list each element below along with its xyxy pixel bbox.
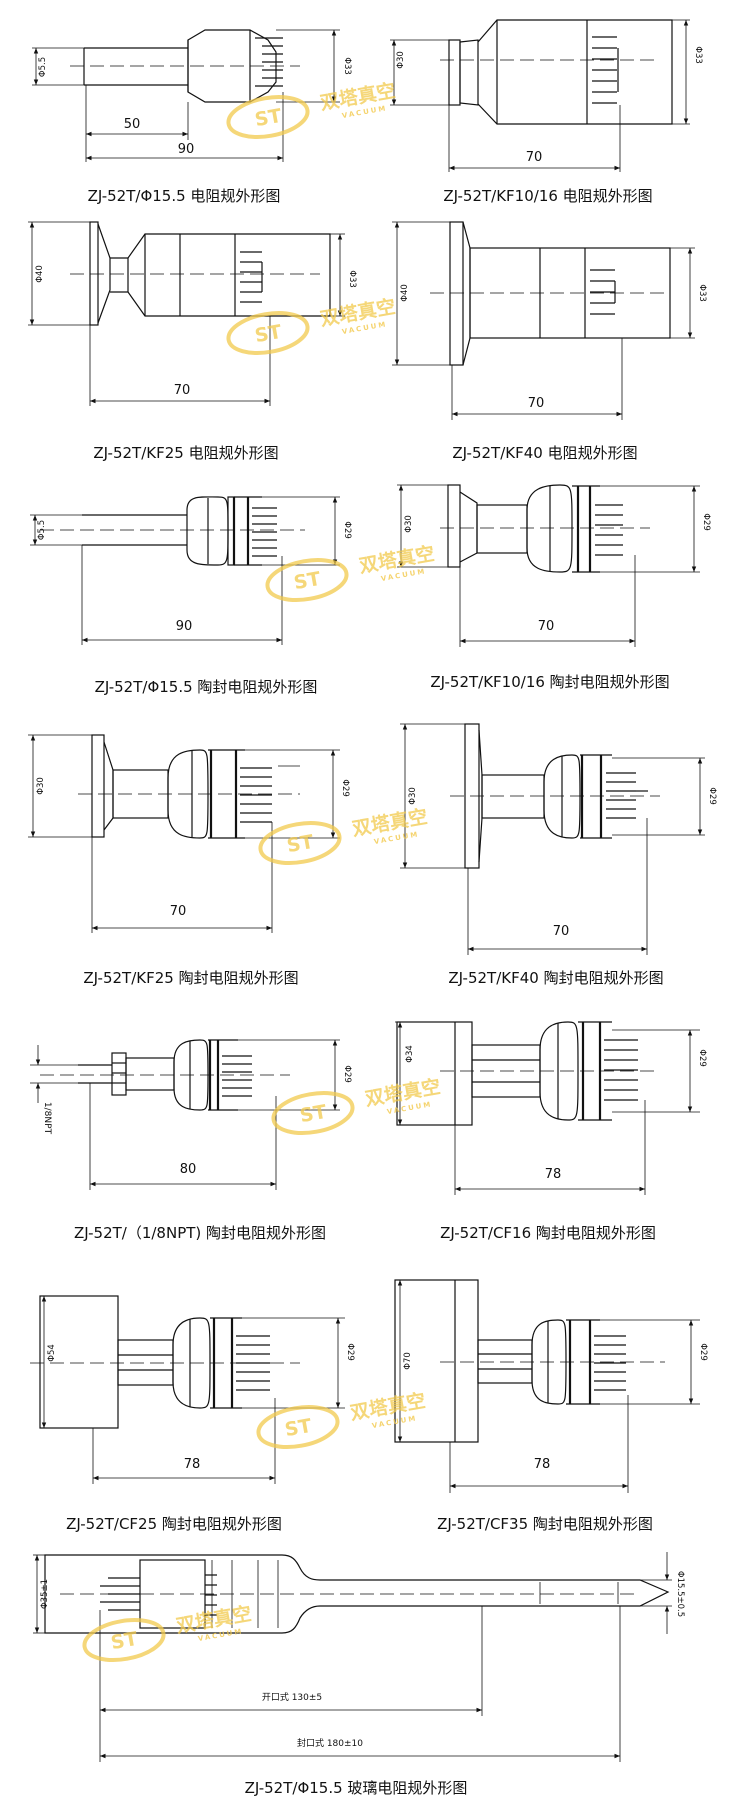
- svg-text:ST: ST: [109, 1628, 139, 1654]
- diagram-caption: ZJ-52T/CF25 陶封电阻规外形图: [66, 1515, 282, 1533]
- diagram-caption: ZJ-52T/KF25 陶封电阻规外形图: [83, 969, 298, 987]
- diagram-zj52t-cf35-ceramic: Φ70 Φ29 78 ZJ-52T/CF35 陶封电阻规外形图: [394, 1279, 708, 1533]
- diagram-zj52t-kf25: Φ40 Φ33 70 ZJ-52T/KF25 电阻规外形图: [28, 221, 357, 462]
- dim-label: 50: [124, 117, 141, 132]
- dim-label: Φ33: [342, 57, 352, 75]
- dim-label: Φ29: [701, 513, 711, 531]
- svg-text:ST: ST: [285, 831, 315, 857]
- diagram-zj52t-cf25-ceramic: Φ54 Φ29 78 ZJ-52T/CF25 陶封电阻规外形图: [30, 1295, 355, 1533]
- svg-text:ST: ST: [253, 105, 283, 131]
- dim-label: 封口式 180±10: [297, 1737, 363, 1749]
- diagram-zj52t-kf25-ceramic: Φ30 Φ29 70 ZJ-52T/KF25 陶封电阻规外形图: [28, 734, 350, 987]
- diagram-caption: ZJ-52T/Φ15.5 陶封电阻规外形图: [95, 678, 318, 696]
- svg-text:ST: ST: [292, 568, 322, 594]
- svg-text:ST: ST: [283, 1415, 313, 1441]
- dim-label: Φ33: [347, 270, 357, 288]
- dim-label: Φ54: [47, 1344, 57, 1362]
- dim-label: Φ29: [697, 1049, 707, 1067]
- diagram-zj52t-kf40: Φ40 Φ33 70 ZJ-52T/KF40 电阻规外形图: [392, 221, 707, 462]
- diagram-zj52t-15-5: Φ5.5 Φ33 50 90 ZJ-52T/Φ15.5 电阻规外形图: [32, 29, 352, 205]
- diagram-caption: ZJ-52T/KF40 陶封电阻规外形图: [448, 969, 663, 987]
- diagram-zj52t-cf16-ceramic: Φ34 Φ29 78 ZJ-52T/CF16 陶封电阻规外形图: [395, 1021, 707, 1242]
- watermark-logo: ST 双塔真空 VACUUM: [82, 1602, 253, 1662]
- dim-label: 78: [545, 1167, 562, 1182]
- dim-label: 开口式 130±5: [262, 1691, 322, 1703]
- watermark-logo: ST 双塔真空 VACUUM: [265, 542, 436, 602]
- dim-label: 80: [180, 1162, 197, 1177]
- dim-label: Φ29: [342, 521, 352, 539]
- diagram-zj52t-kf10-16-ceramic: Φ30 Φ29 70 ZJ-52T/KF10/16 陶封电阻规外形图: [397, 484, 711, 691]
- dim-label: Φ29: [707, 787, 717, 805]
- dim-label: Φ30: [36, 777, 46, 795]
- dim-label: 90: [176, 619, 193, 634]
- dim-label: Φ30: [404, 515, 414, 533]
- dim-label: Φ5.5: [38, 57, 48, 77]
- dim-label: 1/8NPT: [42, 1102, 52, 1135]
- dim-label: 78: [534, 1457, 551, 1472]
- dim-label: Φ15.5±0.5: [675, 1571, 685, 1617]
- diagram-caption: ZJ-52T/CF35 陶封电阻规外形图: [437, 1515, 653, 1533]
- diagram-caption: ZJ-52T/Φ15.5 玻璃电阻规外形图: [245, 1779, 468, 1797]
- dim-label: 70: [553, 924, 570, 939]
- dim-label: Φ33: [693, 46, 703, 64]
- diagram-caption: ZJ-52T/KF10/16 陶封电阻规外形图: [430, 673, 669, 691]
- dim-label: 70: [528, 396, 545, 411]
- diagram-zj52t-15-5-ceramic: Φ5.5 Φ29 90 ZJ-52T/Φ15.5 陶封电阻规外形图: [30, 496, 352, 696]
- dim-label: Φ33: [697, 284, 707, 302]
- dim-label: 90: [178, 142, 195, 157]
- dim-label: Φ29: [340, 779, 350, 797]
- watermark-logo: ST 双塔真空 VACUUM: [256, 1389, 427, 1449]
- dim-label: Φ29: [698, 1343, 708, 1361]
- watermark-logo: ST 双塔真空 VACUUM: [271, 1075, 442, 1135]
- svg-text:ST: ST: [253, 321, 283, 347]
- dim-label: 78: [184, 1457, 201, 1472]
- diagram-caption: ZJ-52T/KF10/16 电阻规外形图: [443, 187, 652, 205]
- diagram-zj52t-kf10-16: Φ30 Φ33 70 ZJ-52T/KF10/16 电阻规外形图: [390, 19, 703, 205]
- dim-label: Φ34: [405, 1045, 415, 1063]
- diagram-caption: ZJ-52T/Φ15.5 电阻规外形图: [88, 187, 281, 205]
- diagram-zj52t-15-5-glass: Φ35±1 Φ15.5±0.5 开口式 130±5 封口式 180±10 ZJ-…: [33, 1552, 685, 1797]
- dim-label: Φ40: [400, 284, 410, 302]
- dim-label: Φ30: [396, 51, 406, 69]
- diagram-caption: ZJ-52T/KF25 电阻规外形图: [93, 444, 278, 462]
- dim-label: Φ30: [408, 787, 418, 805]
- dim-label: 70: [170, 904, 187, 919]
- dim-label: Φ29: [342, 1065, 352, 1083]
- dim-label: Φ29: [345, 1343, 355, 1361]
- dim-label: Φ40: [35, 265, 45, 283]
- diagram-caption: ZJ-52T/KF40 电阻规外形图: [452, 444, 637, 462]
- svg-text:ST: ST: [298, 1101, 328, 1127]
- dim-label: Φ70: [403, 1352, 413, 1370]
- dim-label: Φ5.5: [37, 520, 47, 540]
- dim-label: Φ35±1: [40, 1579, 50, 1609]
- dim-label: 70: [538, 619, 555, 634]
- dim-label: 70: [174, 383, 191, 398]
- dim-label: 70: [526, 150, 543, 165]
- diagram-caption: ZJ-52T/（1/8NPT) 陶封电阻规外形图: [74, 1224, 326, 1242]
- diagram-caption: ZJ-52T/CF16 陶封电阻规外形图: [440, 1224, 656, 1242]
- diagram-zj52t-kf40-ceramic: Φ30 Φ29 70 ZJ-52T/KF40 陶封电阻规外形图: [400, 723, 717, 987]
- watermark-logo: ST 双塔真空 VACUUM: [226, 79, 397, 139]
- diagram-zj52t-1-8npt-ceramic: 1/8NPT Φ29 80 ZJ-52T/（1/8NPT) 陶封电阻规外形图: [30, 1039, 352, 1242]
